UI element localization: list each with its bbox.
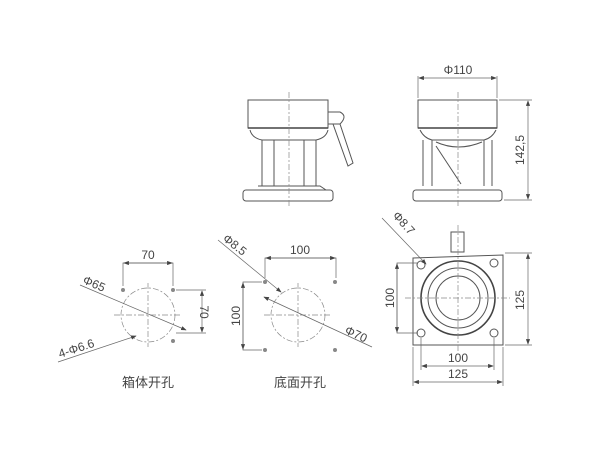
dim-inner-h: 100 (448, 351, 468, 365)
dim-hole-70: Φ70 (343, 323, 370, 346)
dim-inner-v: 100 (383, 288, 397, 308)
handle (328, 111, 354, 167)
dim-spacing-h: 70 (141, 248, 155, 262)
bottom-cutout: 100 100 Φ8.5 Φ70 底面开孔 (217, 231, 373, 391)
dim-outer-v: 125 (513, 290, 527, 310)
front-view (242, 92, 354, 208)
dim-bolt-hole-85: Φ8.5 (220, 231, 250, 258)
dim-spacing-v: 100 (229, 306, 243, 326)
bottom-view: 100 125 100 125 Φ8.7 (381, 209, 532, 386)
dim-spacing-h: 100 (290, 243, 310, 257)
dim-hole-65: Φ65 (81, 273, 108, 295)
dim-bolt-holes: 4-Φ6.6 (57, 336, 97, 361)
dim-bolt-hole-87: Φ8.7 (390, 209, 418, 238)
box-cutout: 70 70 Φ65 4-Φ6.6 箱体开孔 (57, 248, 211, 391)
dim-outer-h: 125 (448, 367, 468, 381)
side-view: Φ110 142,5 (412, 63, 532, 208)
dim-height: 142,5 (513, 135, 527, 165)
dim-spacing-v: 70 (197, 305, 211, 319)
bottom-cutout-label: 底面开孔 (274, 375, 326, 391)
dim-diameter-110: Φ110 (444, 63, 473, 77)
box-cutout-label: 箱体开孔 (122, 375, 174, 391)
